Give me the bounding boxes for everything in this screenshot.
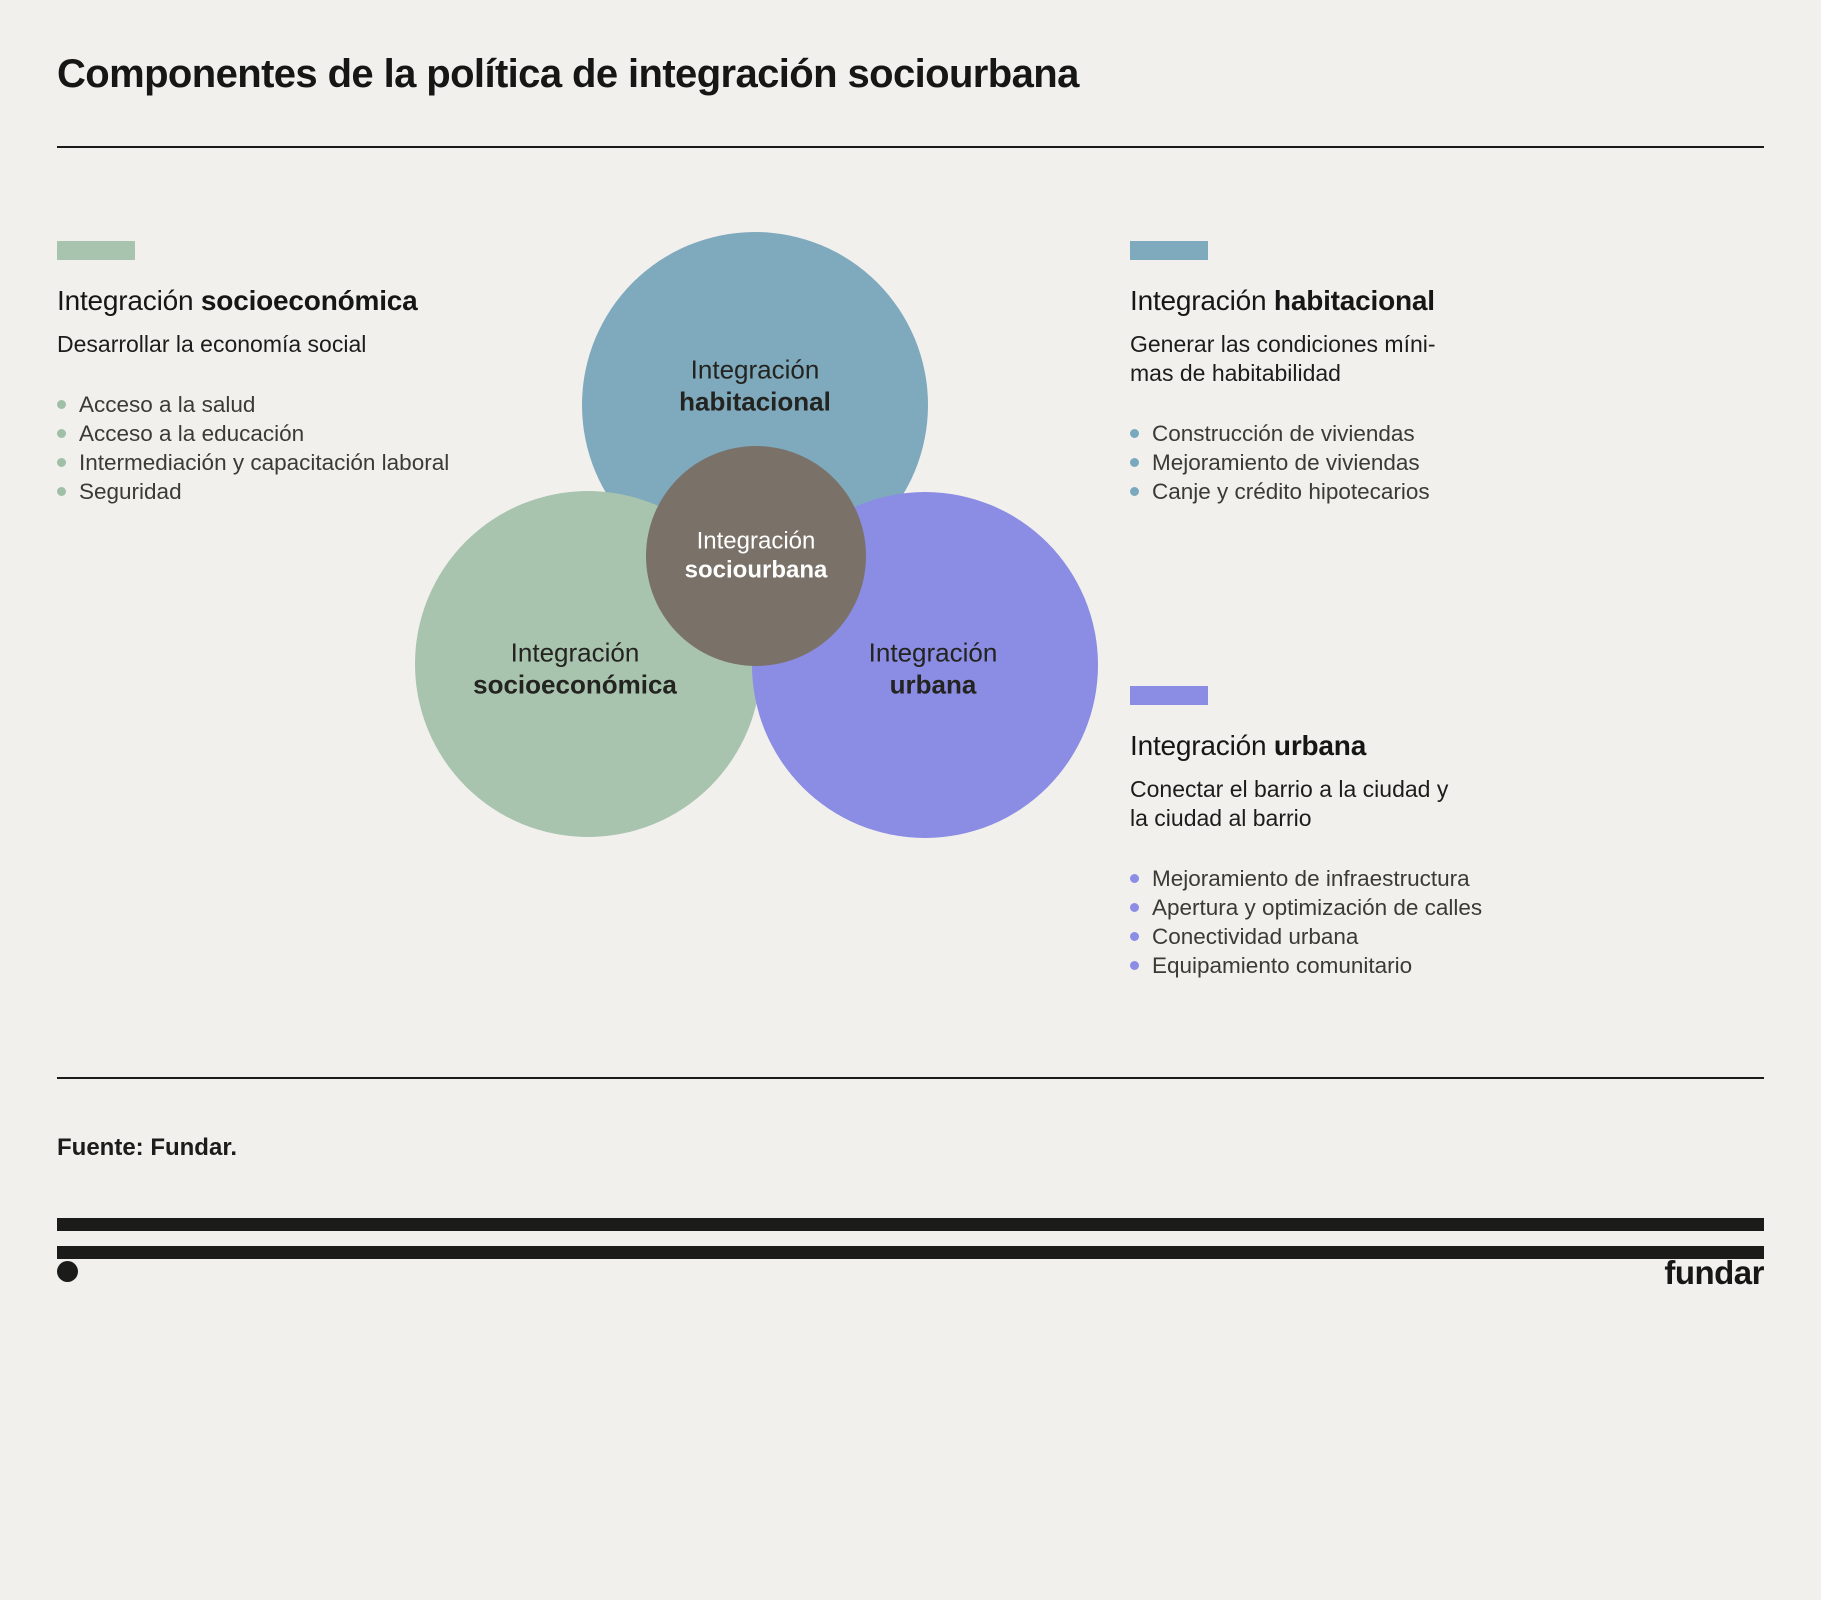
blue-swatch — [1130, 241, 1208, 260]
list-item-label: Construcción de viviendas — [1152, 420, 1415, 446]
top-divider — [57, 146, 1764, 148]
footer-bar-bottom — [57, 1246, 1764, 1259]
list-item: Construcción de viviendas — [1130, 419, 1570, 448]
bullet-dot — [1130, 902, 1139, 912]
venn-label-line1: Integración — [510, 637, 640, 668]
list-item-label: Mejoramiento de viviendas — [1152, 449, 1420, 475]
panel-habitacional: Integración habitacional Generar las con… — [1130, 241, 1570, 506]
list-item-label: Apertura y optimización de calles — [1152, 894, 1483, 920]
panel-urbana-bullets: Mejoramiento de infraestructura Apertura… — [1130, 864, 1580, 980]
bullet-dot — [1130, 428, 1139, 438]
list-item: Conectividad urbana — [1130, 922, 1580, 951]
list-item: Seguridad — [57, 477, 557, 506]
venn-label-line1: Integración — [868, 637, 998, 668]
list-item-label: Mejoramiento de infraestructura — [1152, 865, 1470, 891]
venn-label-line2: urbana — [889, 669, 977, 699]
panel-habitacional-heading: Integración habitacional — [1130, 285, 1570, 317]
panel-heading-bold: habitacional — [1273, 285, 1435, 316]
bullet-dot — [57, 428, 66, 438]
list-item: Mejoramiento de viviendas — [1130, 448, 1570, 477]
panel-socioeconomica: Integración socioeconómica Desarrollar l… — [57, 241, 557, 506]
footer-dot — [57, 1261, 78, 1282]
panel-urbana-heading: Integración urbana — [1130, 730, 1580, 762]
green-swatch — [57, 241, 135, 260]
fundar-logo: fundar — [1664, 1254, 1764, 1291]
page-title: Componentes de la política de integració… — [57, 52, 1079, 96]
panel-habitacional-subtitle: Generar las condiciones míni- mas de hab… — [1130, 331, 1436, 386]
bullet-dot — [1130, 873, 1139, 883]
bullet-dot — [57, 486, 66, 496]
list-item-label: Seguridad — [79, 478, 182, 504]
list-item: Acceso a la educación — [57, 419, 557, 448]
list-item-label: Canje y crédito hipotecarios — [1152, 478, 1430, 504]
bullet-dot — [57, 399, 66, 409]
panel-urbana-subtitle: Conectar el barrio a la ciudad y la ciud… — [1130, 776, 1449, 831]
list-item-label: Conectividad urbana — [1152, 923, 1359, 949]
panel-heading-regular: Integración — [57, 285, 201, 316]
bottom-divider — [57, 1077, 1764, 1079]
venn-circle-center — [646, 446, 866, 666]
list-item: Intermediación y capacitación laboral — [57, 448, 557, 477]
list-item-label: Equipamiento comunitario — [1152, 952, 1413, 978]
panel-socioeconomica-subtitle: Desarrollar la economía social — [57, 331, 367, 357]
list-item: Acceso a la salud — [57, 390, 557, 419]
venn-label-habitacional: Integración habitacional — [679, 354, 831, 417]
venn-label-line1: Integración — [690, 354, 820, 385]
bullet-dot — [1130, 931, 1139, 941]
list-item-label: Intermediación y capacitación laboral — [79, 449, 450, 475]
list-item-label: Acceso a la educación — [79, 420, 305, 446]
panel-heading-bold: urbana — [1273, 730, 1367, 761]
venn-label-line2: habitacional — [679, 386, 831, 416]
bullet-dot — [57, 457, 66, 467]
venn-label-socioeconomica: Integración socioeconómica — [473, 637, 677, 700]
panel-heading-regular: Integración — [1130, 730, 1274, 761]
venn-label-line2: sociourbana — [684, 557, 828, 584]
panel-socioeconomica-bullets: Acceso a la salud Acceso a la educación … — [57, 390, 557, 506]
list-item: Apertura y optimización de calles — [1130, 893, 1580, 922]
bullet-dot — [1130, 457, 1139, 467]
venn-label-line2: socioeconómica — [473, 669, 677, 699]
list-item: Equipamiento comunitario — [1130, 951, 1580, 980]
panel-socioeconomica-heading: Integración socioeconómica — [57, 285, 557, 317]
panel-urbana: Integración urbana Conectar el barrio a … — [1130, 686, 1580, 980]
bullet-dot — [1130, 960, 1139, 970]
purple-swatch — [1130, 686, 1208, 705]
list-item: Mejoramiento de infraestructura — [1130, 864, 1580, 893]
list-item-label: Acceso a la salud — [79, 391, 256, 417]
bullet-dot — [1130, 486, 1139, 496]
panel-heading-bold: socioeconómica — [200, 285, 418, 316]
footer-bar-top — [57, 1218, 1764, 1231]
venn-label-line1: Integración — [696, 527, 816, 555]
panel-habitacional-bullets: Construcción de viviendas Mejoramiento d… — [1130, 419, 1570, 506]
list-item: Canje y crédito hipotecarios — [1130, 477, 1570, 506]
venn-label-center: Integración sociourbana — [685, 527, 828, 586]
panel-heading-regular: Integración — [1130, 285, 1274, 316]
source-note: Fuente: Fundar. — [57, 1134, 237, 1161]
venn-label-urbana: Integración urbana — [869, 637, 998, 700]
